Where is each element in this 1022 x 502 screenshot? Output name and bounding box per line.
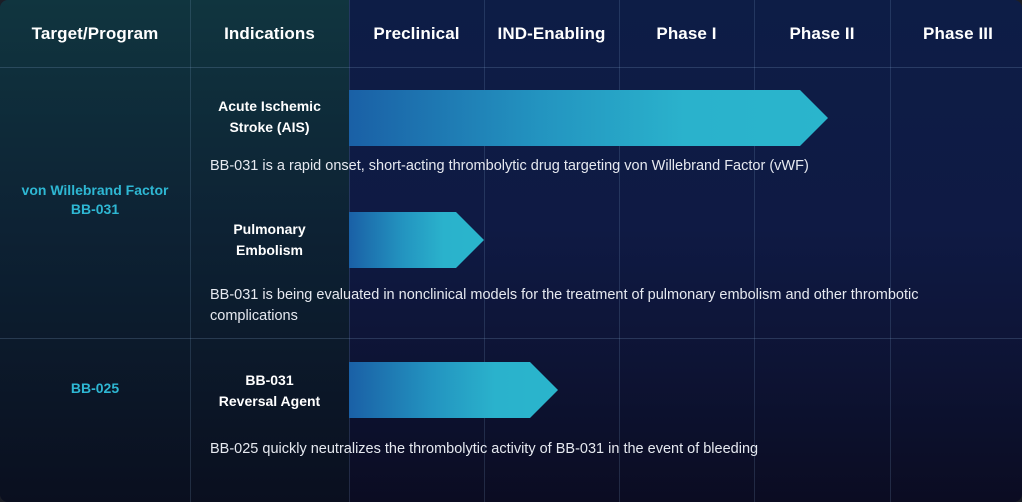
program-vwf-bb031: von Willebrand Factor BB-031 (0, 181, 190, 219)
indication-reversal: BB-031 Reversal Agent (190, 370, 349, 412)
indication-line2: Embolism (236, 242, 303, 258)
progress-bar-pe (349, 212, 484, 268)
indication-line1: BB-031 (245, 372, 294, 388)
header-target-program: Target/Program (31, 24, 159, 43)
indication-line1: Pulmonary (233, 221, 306, 237)
program-name-line2: BB-031 (70, 201, 120, 217)
indication-line2: Reversal Agent (218, 393, 321, 409)
grid-line (484, 0, 485, 502)
description-reversal: BB-025 quickly neutralizes the thromboly… (210, 441, 759, 457)
header-stage-phase-3: Phase III (923, 24, 993, 43)
progress-bar-ais (349, 90, 828, 146)
header-stage-preclinical: Preclinical (373, 24, 460, 43)
program-name-line1: von Willebrand Factor (21, 182, 169, 198)
progress-bar-reversal (349, 362, 558, 418)
description-pe: BB-031 is being evaluated in nonclinical… (210, 287, 919, 324)
header-stage-ind-enabling: IND-Enabling (497, 24, 606, 43)
grid-line (619, 0, 620, 502)
indication-line2: Stroke (AIS) (229, 119, 310, 135)
grid-line (890, 0, 891, 502)
grid-line (754, 0, 755, 502)
indication-ais: Acute Ischemic Stroke (AIS) (190, 96, 349, 138)
left-panel-background (0, 0, 349, 502)
program-name-line1: BB-025 (70, 380, 120, 396)
header-indications: Indications (224, 24, 315, 43)
header-stage-phase-2: Phase II (789, 24, 855, 43)
header-divider (0, 67, 1022, 68)
indication-line1: Acute Ischemic (218, 98, 321, 114)
program-bb025: BB-025 (0, 379, 190, 398)
row-divider (0, 338, 1022, 339)
grid-line (190, 0, 191, 502)
header-stage-phase-1: Phase I (656, 24, 717, 43)
description-ais: BB-031 is a rapid onset, short-acting th… (210, 158, 809, 174)
indication-pe: Pulmonary Embolism (190, 219, 349, 261)
